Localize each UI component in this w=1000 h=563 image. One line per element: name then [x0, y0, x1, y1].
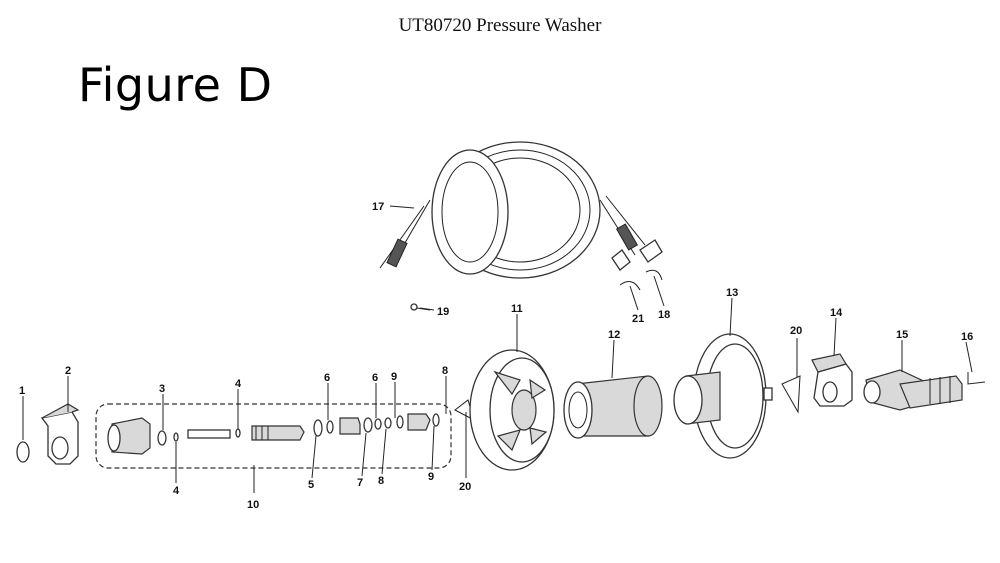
part-16-screw — [967, 372, 986, 385]
callout-9-top: 9 — [391, 371, 397, 383]
leader-lines — [22, 205, 973, 493]
callout-17: 17 — [372, 201, 384, 213]
part-17-hose-coil — [379, 141, 663, 279]
figure-label: Figure D — [78, 58, 273, 112]
callout-8-bottom: 8 — [378, 475, 384, 487]
assembly-parts — [107, 413, 440, 455]
callout-15: 15 — [896, 329, 908, 341]
callout-12: 12 — [608, 329, 620, 341]
part-15-crank-handle — [863, 369, 963, 411]
callout-16: 16 — [961, 331, 973, 343]
callout-1: 1 — [19, 385, 25, 397]
callout-4-top: 4 — [235, 378, 242, 390]
callout-13: 13 — [726, 287, 738, 299]
part-2-bracket — [40, 403, 80, 465]
part-14-bracket — [811, 353, 853, 407]
callout-10: 10 — [247, 499, 259, 511]
callout-5: 5 — [308, 479, 314, 491]
callout-3: 3 — [159, 383, 165, 395]
part-1-o-ring — [16, 441, 30, 463]
callout-2: 2 — [65, 365, 71, 377]
part-13-reel-hub — [673, 333, 773, 459]
callout-20-left: 20 — [459, 481, 471, 493]
callout-20-right: 20 — [790, 325, 802, 337]
callout-9-bottom: 9 — [428, 471, 434, 483]
callout-11: 11 — [511, 303, 523, 315]
callout-6-right: 6 — [372, 372, 378, 384]
part-12-drum — [563, 375, 663, 439]
page-title: UT80720 Pressure Washer — [398, 15, 602, 36]
callout-14: 14 — [830, 307, 843, 319]
callout-4-bottom: 4 — [173, 485, 180, 497]
part-19-pin — [410, 303, 431, 311]
callout-19: 19 — [437, 306, 449, 318]
part-20-pin-right — [781, 375, 801, 414]
callout-8-top: 8 — [442, 365, 448, 377]
part-10-assembly-box — [95, 403, 452, 469]
callout-6-left: 6 — [324, 372, 330, 384]
callout-21: 21 — [632, 313, 644, 325]
part-11-reel-wheel — [469, 349, 555, 471]
part-21-clip — [619, 280, 641, 291]
callout-7: 7 — [357, 477, 363, 489]
callout-18: 18 — [658, 309, 670, 321]
part-18-clip — [645, 269, 663, 281]
